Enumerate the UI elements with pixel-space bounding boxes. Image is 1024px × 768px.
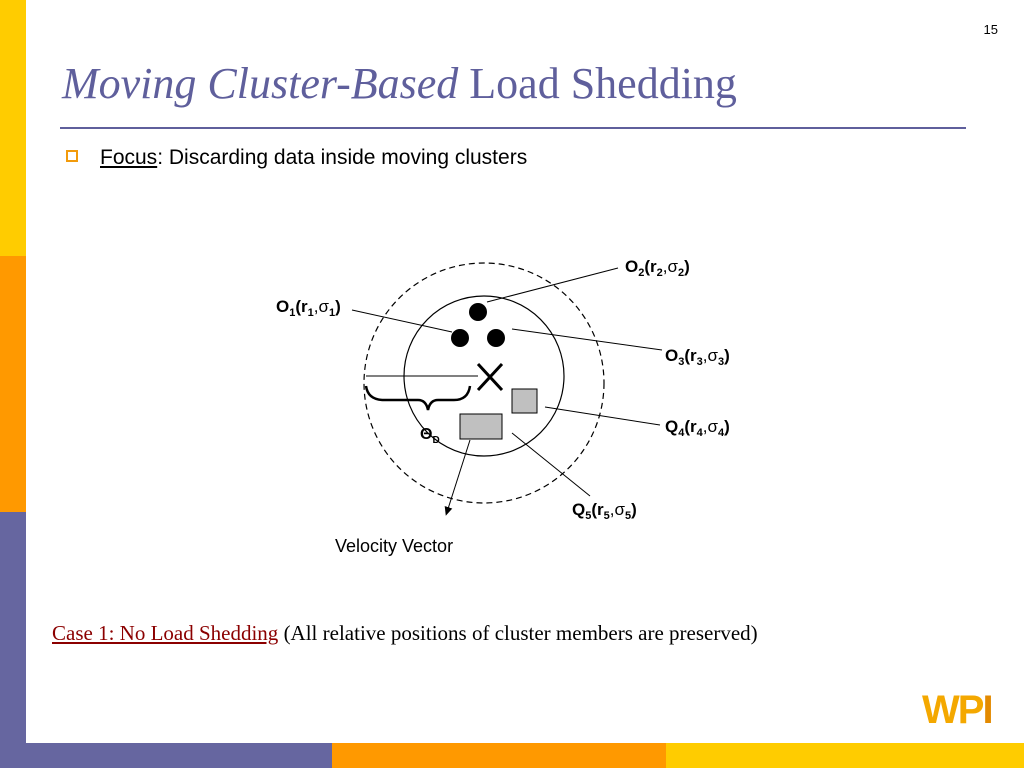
leader-line-o2 <box>486 267 619 303</box>
label-velocity-vector: Velocity Vector <box>335 536 453 556</box>
label-q5: Q5(r5,σ5) <box>572 500 637 522</box>
leader-line-o1 <box>351 309 453 333</box>
leader-line-o3 <box>511 328 663 351</box>
velocity-vector-arrow <box>444 439 471 516</box>
slide-title-italic: Moving Cluster-Based <box>62 59 459 108</box>
slide-title: Moving Cluster-Based Load Shedding <box>62 59 737 108</box>
label-theta-d: ΘD <box>420 426 440 446</box>
left-bar-yellow <box>0 0 26 256</box>
bottom-bar-purple <box>26 743 332 768</box>
bottom-bar-orange <box>332 743 666 768</box>
left-bar-orange <box>0 256 26 512</box>
outer-dashed-circle <box>363 262 605 504</box>
title-divider <box>60 127 966 129</box>
label-o3: O3(r3,σ3) <box>665 346 730 368</box>
case-link[interactable]: Case 1: No Load Shedding <box>52 621 279 645</box>
query-box-small <box>511 388 538 414</box>
bullet-text: : Discarding data inside moving clusters <box>157 146 528 169</box>
caption: Case 1: No Load Shedding (All relative p… <box>52 621 758 646</box>
query-box-wide <box>459 413 503 440</box>
caption-rest: (All relative positions of cluster membe… <box>278 621 758 645</box>
label-o1: O1(r1,σ1) <box>276 297 341 319</box>
centroid-cross-icon <box>476 362 504 392</box>
label-o2: O2(r2,σ2) <box>625 257 690 279</box>
wpi-logo: WPI <box>922 688 994 732</box>
member-dot-top <box>469 303 487 321</box>
member-dot-right <box>487 329 505 347</box>
bullet-term: Focus <box>100 146 158 169</box>
slide-title-rest: Load Shedding <box>458 59 737 108</box>
leader-line-q4 <box>544 406 661 426</box>
theta-brace <box>364 385 472 411</box>
left-bar-purple <box>0 512 26 768</box>
bottom-bar-yellow <box>666 743 1024 768</box>
label-q4: Q4(r4,σ4) <box>665 417 730 439</box>
square-bullet-icon <box>66 150 78 163</box>
slide-number: 15 <box>983 22 998 37</box>
member-dot-left <box>451 329 469 347</box>
leader-line-q5 <box>511 432 591 497</box>
bullet-item: Focus: Discarding data inside moving clu… <box>66 146 527 170</box>
